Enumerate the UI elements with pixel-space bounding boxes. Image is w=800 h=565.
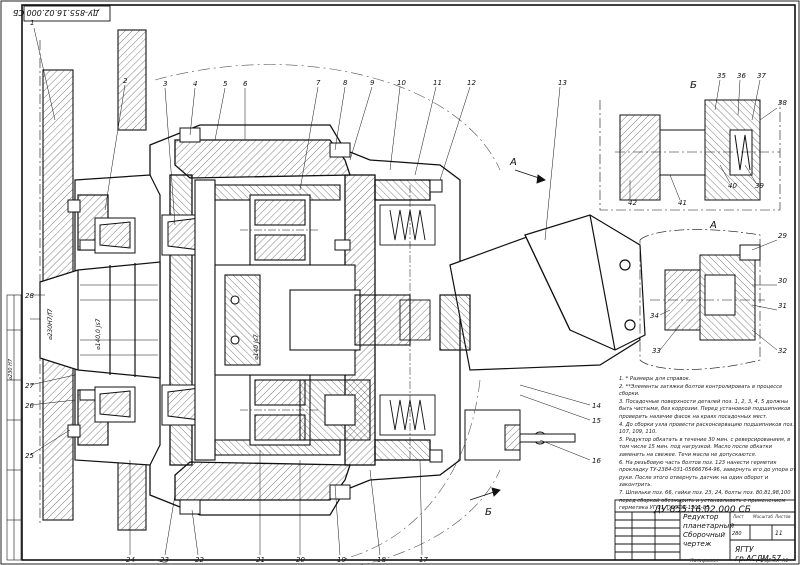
callout-42: 42 [628, 199, 637, 207]
scale-label: Масштаб [753, 514, 773, 519]
brake-springs [379, 185, 436, 460]
dim-bore-2: ⌀140,0 Js7 [95, 318, 102, 350]
technical-notes: 1. * Размеры для справок. 2. **Элементы … [619, 376, 797, 513]
callout-10: 10 [397, 79, 406, 87]
callout-a-33: 33 [652, 347, 661, 355]
sheets-label: Листов [775, 514, 791, 519]
callout-27: 27 [25, 382, 34, 390]
detail-view-a [639, 229, 765, 370]
callout-12: 12 [467, 79, 476, 87]
callout-6: 6 [243, 80, 248, 88]
callout-a-30: 30 [778, 277, 787, 285]
callout-24: 24 [126, 556, 135, 564]
drawing-title: Редуктор планетарный Сборочный чертеж [683, 512, 735, 548]
note-1: 1. * Размеры для справок. [619, 376, 691, 382]
view-a-marker: А [509, 157, 517, 168]
right-cover [464, 409, 576, 461]
callout-39: 39 [755, 182, 764, 190]
callout-2: 2 [123, 77, 128, 85]
callout-16: 16 [592, 457, 601, 465]
view-markers [469, 169, 546, 501]
callout-a-34: 34 [650, 312, 659, 320]
hydraulic-motor [439, 214, 646, 371]
callout-8: 8 [343, 79, 348, 87]
footer-format: Формат А1 [760, 558, 789, 564]
view-b-marker: Б [485, 507, 492, 518]
title-line-2: Сборочный чертеж [683, 530, 726, 548]
callout-38: 38 [778, 99, 787, 107]
sheet-label: Лист [733, 514, 744, 519]
callout-1: 1 [30, 19, 34, 27]
callout-36: 36 [737, 72, 746, 80]
callout-numbers: 1 2 3 4 5 6 7 8 9 10 11 12 13 14 15 16 1… [25, 19, 787, 564]
note-2: 2. **Элементы затяжки болтов контролиров… [619, 383, 783, 398]
footer-copied: Копировал [690, 558, 719, 564]
note-7: 7. Шпильки поз. 66, гайки поз. 23, 24, б… [619, 489, 791, 512]
callout-13: 13 [558, 79, 567, 87]
left-binding-strip [6, 294, 22, 561]
callout-20: 20 [296, 556, 305, 564]
note-6: 6. На резьбовую часть болтов поз. 123 на… [619, 459, 796, 489]
inner-frame [21, 4, 796, 561]
callout-41: 41 [678, 199, 687, 207]
callout-14: 14 [592, 402, 601, 410]
callout-15: 15 [592, 417, 601, 425]
callout-a-32: 32 [778, 347, 787, 355]
callout-37: 37 [757, 72, 766, 80]
note-5: 5. Редуктор обкатать в течение 30 мин. с… [619, 436, 791, 458]
callout-3: 3 [163, 80, 167, 88]
organization: ЯГТУ гр.АСДМ-57 [735, 545, 782, 563]
detail-leaders [629, 79, 778, 351]
callout-a-31: 31 [778, 302, 787, 310]
callout-11: 11 [433, 79, 442, 87]
callout-4: 4 [193, 80, 197, 88]
dim-bore-4: ⌀230 Н7 [8, 358, 14, 380]
mass-value: 280 [732, 531, 742, 537]
code-stamp-box [23, 5, 111, 22]
callout-9: 9 [370, 79, 375, 87]
callout-7: 7 [316, 79, 321, 87]
callout-40: 40 [728, 182, 737, 190]
note-3: 3. Посадочные поверхности деталей поз. 1… [619, 398, 791, 420]
sheet-total: 11 [775, 530, 783, 537]
dim-bore-1: ⌀230Н7/f7 [47, 308, 54, 340]
callout-a-29: 29 [778, 232, 787, 240]
callout-26: 26 [25, 402, 34, 410]
callout-19: 19 [337, 556, 346, 564]
detail-view-b [599, 99, 781, 211]
phantom-contours [154, 64, 501, 565]
drawing-code: ДУ-855.16.02.000 СБ [654, 505, 751, 515]
callout-17: 17 [419, 556, 428, 564]
callout-23: 23 [160, 556, 169, 564]
callout-21: 21 [256, 556, 265, 564]
dim-bore-3: ⌀140 Js7 [253, 334, 260, 360]
note-4: 4. До сборки узла провести расконсерваци… [619, 421, 795, 436]
callout-5: 5 [223, 80, 228, 88]
detail-a-title: А [709, 220, 717, 231]
callout-18: 18 [377, 556, 386, 564]
callout-35: 35 [717, 72, 726, 80]
title-block [614, 499, 796, 561]
title-line-1: Редуктор планетарный [683, 512, 735, 530]
callout-22: 22 [195, 556, 204, 564]
callout-28: 28 [25, 292, 34, 300]
leader-lines [29, 27, 591, 556]
rotated-drawing-code: ДУ-855.16.02.000 СБ [12, 8, 100, 17]
callout-25: 25 [25, 452, 34, 460]
detail-b-title: Б [690, 80, 697, 91]
